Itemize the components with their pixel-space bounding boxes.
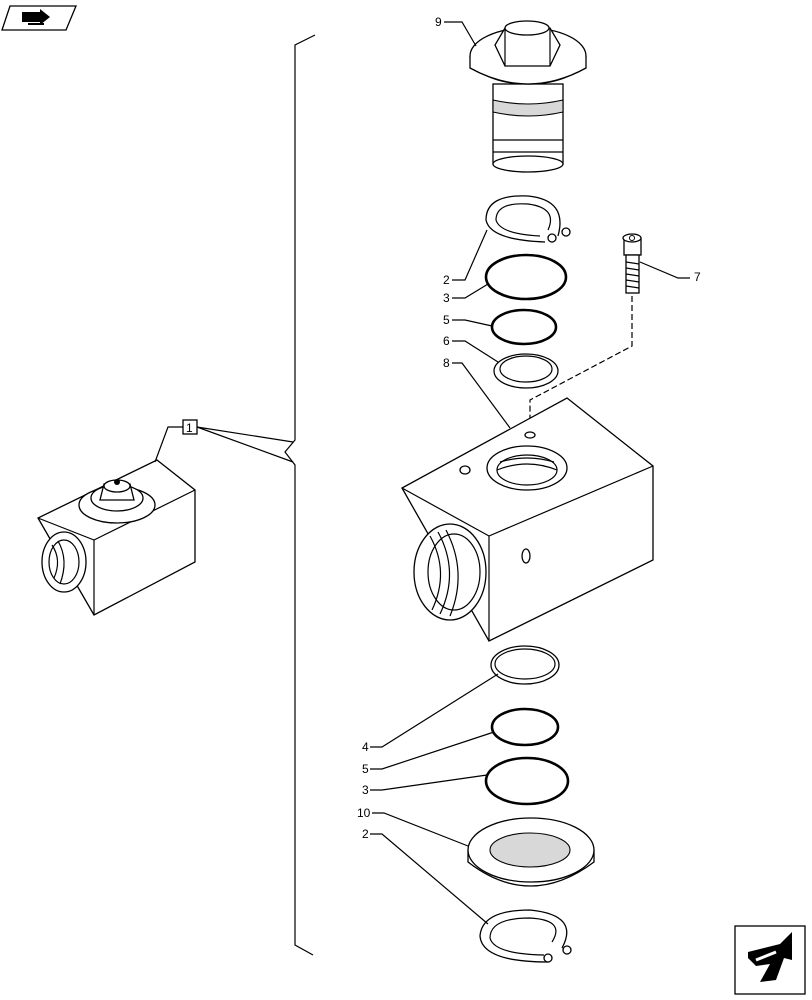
callout-5-top[interactable]: 5 [443, 313, 493, 327]
callout-7[interactable]: 7 [639, 261, 701, 284]
svg-text:3: 3 [443, 291, 450, 305]
part-7-cap-screw [529, 233, 642, 432]
svg-text:5: 5 [443, 313, 450, 327]
svg-text:9: 9 [435, 15, 442, 29]
assembly-callout-1[interactable]: 1 [154, 419, 294, 463]
part-9-plug [469, 20, 587, 173]
svg-text:2: 2 [443, 273, 450, 287]
callout-2-bottom[interactable]: 2 [362, 827, 489, 925]
assembly-overview [37, 459, 196, 616]
callout-9[interactable]: 9 [435, 15, 477, 47]
callout-8[interactable]: 8 [443, 356, 511, 429]
callout-2-top[interactable]: 2 [443, 229, 488, 287]
part-2-snap-ring-bottom [479, 909, 572, 963]
part-8-valve-body [401, 397, 654, 642]
svg-text:2: 2 [362, 827, 369, 841]
part-5-ring-bottom [490, 707, 560, 747]
svg-text:4: 4 [362, 740, 369, 754]
part-3-o-ring-bottom [484, 756, 570, 806]
svg-text:3: 3 [362, 783, 369, 797]
assembly-bracket [284, 34, 316, 956]
svg-text:6: 6 [443, 334, 450, 348]
callout-5-bottom[interactable]: 5 [362, 731, 495, 776]
part-6-washer [493, 353, 559, 389]
part-2-snap-ring-top [485, 195, 571, 243]
assembly-label: 1 [186, 421, 193, 435]
part-10-thick-washer [467, 817, 595, 887]
svg-text:8: 8 [443, 356, 450, 370]
callout-10[interactable]: 10 [357, 806, 469, 847]
callout-3-bottom[interactable]: 3 [362, 774, 488, 797]
callout-3-top[interactable]: 3 [443, 283, 489, 305]
svg-text:5: 5 [362, 762, 369, 776]
part-4-ring [490, 645, 560, 685]
part-5-ring-top [490, 308, 558, 346]
part-3-o-ring-top [484, 253, 568, 301]
callout-6[interactable]: 6 [443, 334, 499, 363]
callout-4[interactable]: 4 [362, 673, 499, 754]
book-arrow-icon[interactable] [1, 5, 77, 31]
next-page-arrow-icon[interactable] [734, 925, 806, 995]
svg-text:10: 10 [357, 806, 371, 820]
svg-text:7: 7 [694, 270, 701, 284]
